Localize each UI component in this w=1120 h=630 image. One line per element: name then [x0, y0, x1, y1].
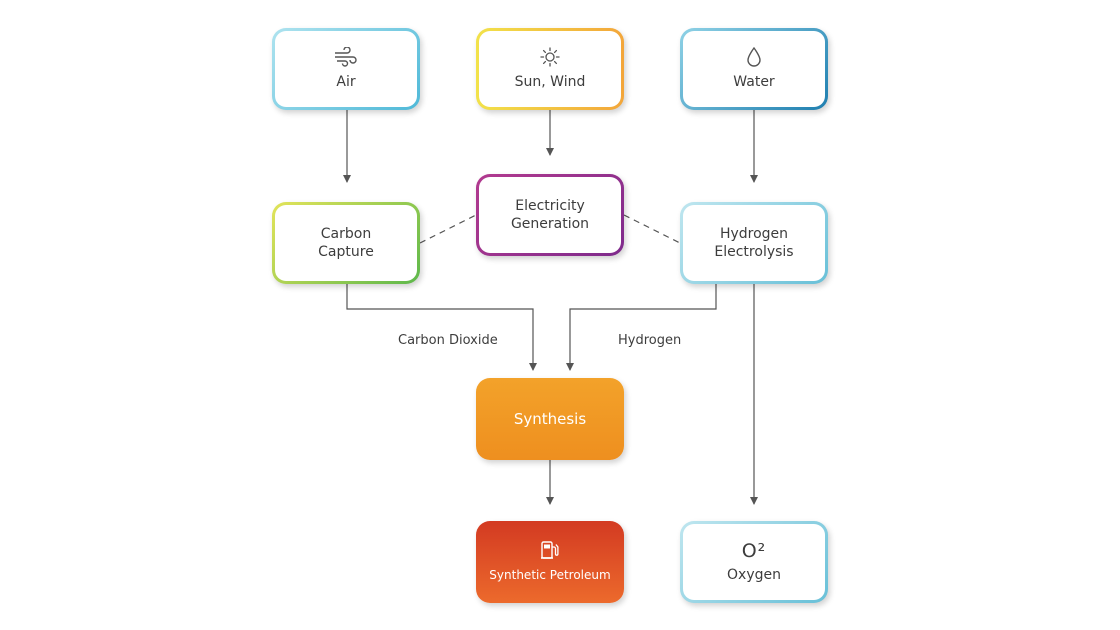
node-electricity-line2: Generation [510, 216, 590, 232]
edge-label-hydrogen: Hydrogen [618, 333, 682, 348]
node-air: Air [272, 28, 420, 110]
node-synthetic-petroleum-label: Synthetic Petroleum [489, 568, 611, 582]
arrow-carbon-dioxide-to-synthesis [346, 284, 537, 371]
edge-label-carbon-dioxide: Carbon Dioxide [398, 333, 498, 348]
node-hydrogen-line1: Hydrogen [719, 226, 789, 242]
node-electricity-line1: Electricity [515, 198, 585, 214]
node-sun-wind-label: Sun, Wind [514, 74, 586, 90]
node-carbon-capture: Carbon Capture [272, 202, 420, 284]
node-water: Water [680, 28, 828, 110]
node-synthesis: Synthesis [476, 378, 624, 460]
node-carbon-capture-line1: Carbon [320, 226, 372, 242]
node-synthesis-label: Synthesis [513, 410, 587, 428]
node-oxygen-label: Oxygen [727, 567, 781, 583]
node-hydrogen-electrolysis: Hydrogen Electrolysis [680, 202, 828, 284]
water-drop-icon [747, 47, 761, 67]
node-carbon-capture-line2: Capture [318, 244, 374, 260]
arrow-hydrogen-to-synthesis [566, 284, 717, 371]
dashed-link-electricity-carbon [419, 214, 477, 244]
node-water-label: Water [733, 74, 775, 90]
node-electricity-generation: Electricity Generation [476, 174, 624, 256]
dashed-link-electricity-hydrogen [623, 214, 681, 244]
node-sun-wind: Sun, Wind [476, 28, 624, 110]
node-air-label: Air [336, 74, 356, 90]
node-hydrogen-line2: Electrolysis [714, 244, 794, 260]
node-synthetic-petroleum: Synthetic Petroleum [476, 521, 624, 603]
fuel-pump-icon [541, 541, 559, 559]
node-oxygen-symbol: O² [741, 540, 767, 562]
sun-icon [540, 47, 560, 67]
wind-icon [335, 47, 357, 67]
node-oxygen: O² Oxygen [680, 521, 828, 603]
